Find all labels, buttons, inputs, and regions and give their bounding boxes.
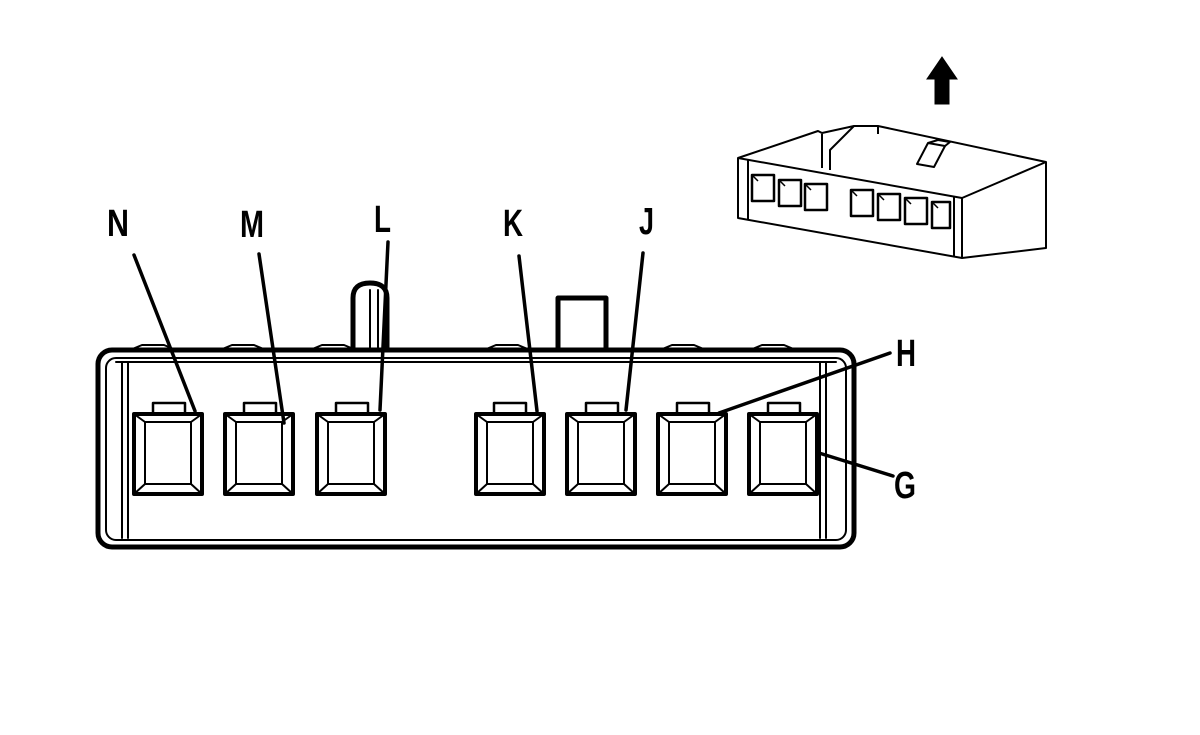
pin-label-K: K xyxy=(503,203,523,245)
leader-line-H xyxy=(717,351,892,415)
pin-label-J: J xyxy=(639,201,654,243)
leader-line-J xyxy=(624,251,645,412)
leader-line-N xyxy=(132,253,197,413)
pin-cavity-K xyxy=(474,401,546,496)
connector-isometric-view xyxy=(737,125,1047,259)
arrow-up-icon xyxy=(926,56,958,105)
leader-line-G xyxy=(817,451,895,478)
pin-label-N: N xyxy=(107,203,129,245)
pin-cavity-H xyxy=(656,401,728,496)
pin-cavity-G xyxy=(747,401,819,496)
pin-label-G: G xyxy=(894,465,916,507)
pin-cavity-N xyxy=(132,401,204,496)
leader-line-M xyxy=(257,252,286,425)
pin-cavity-L xyxy=(315,401,387,496)
leader-line-L xyxy=(378,240,390,412)
pin-label-L: L xyxy=(374,199,391,241)
pin-label-M: M xyxy=(240,204,264,246)
pin-label-H: H xyxy=(896,333,916,375)
pin-cavity-J xyxy=(565,401,637,496)
key-tab xyxy=(555,295,609,353)
pin-cavity-M xyxy=(223,401,295,496)
leader-line-K xyxy=(517,254,539,413)
